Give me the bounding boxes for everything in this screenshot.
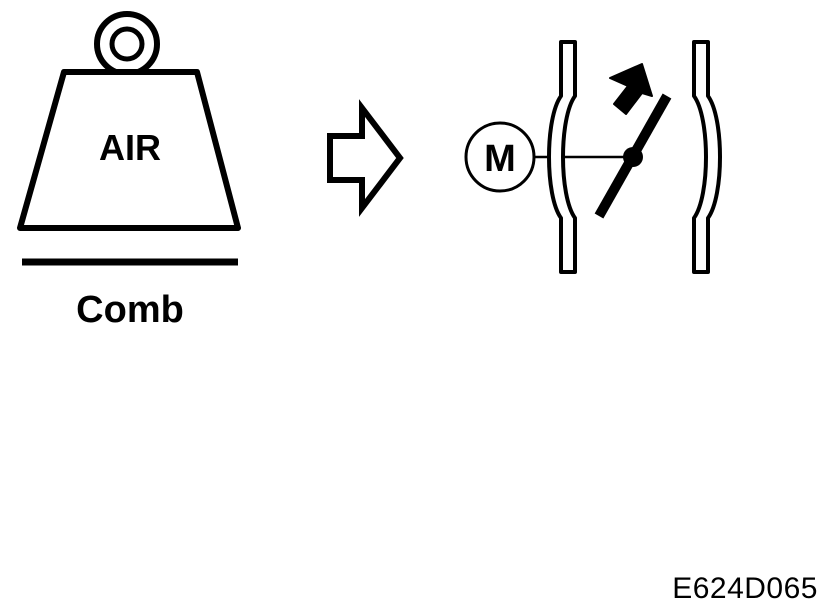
valve-pivot bbox=[623, 147, 643, 167]
motor-label: M bbox=[484, 138, 516, 180]
comb-label: Comb bbox=[76, 289, 184, 331]
figure-code: E624D065 bbox=[672, 572, 818, 605]
weight-icon: AIR bbox=[17, 11, 241, 231]
arrow-rotate-icon bbox=[609, 63, 653, 115]
weight-ring-inner bbox=[109, 26, 145, 62]
motor-icon: M bbox=[464, 121, 536, 193]
throttle-wall-left bbox=[547, 40, 577, 274]
weight-label: AIR bbox=[99, 127, 161, 168]
weight-body bbox=[17, 69, 241, 231]
arrow-right-icon bbox=[327, 99, 404, 217]
throttle-wall-right bbox=[692, 40, 722, 274]
